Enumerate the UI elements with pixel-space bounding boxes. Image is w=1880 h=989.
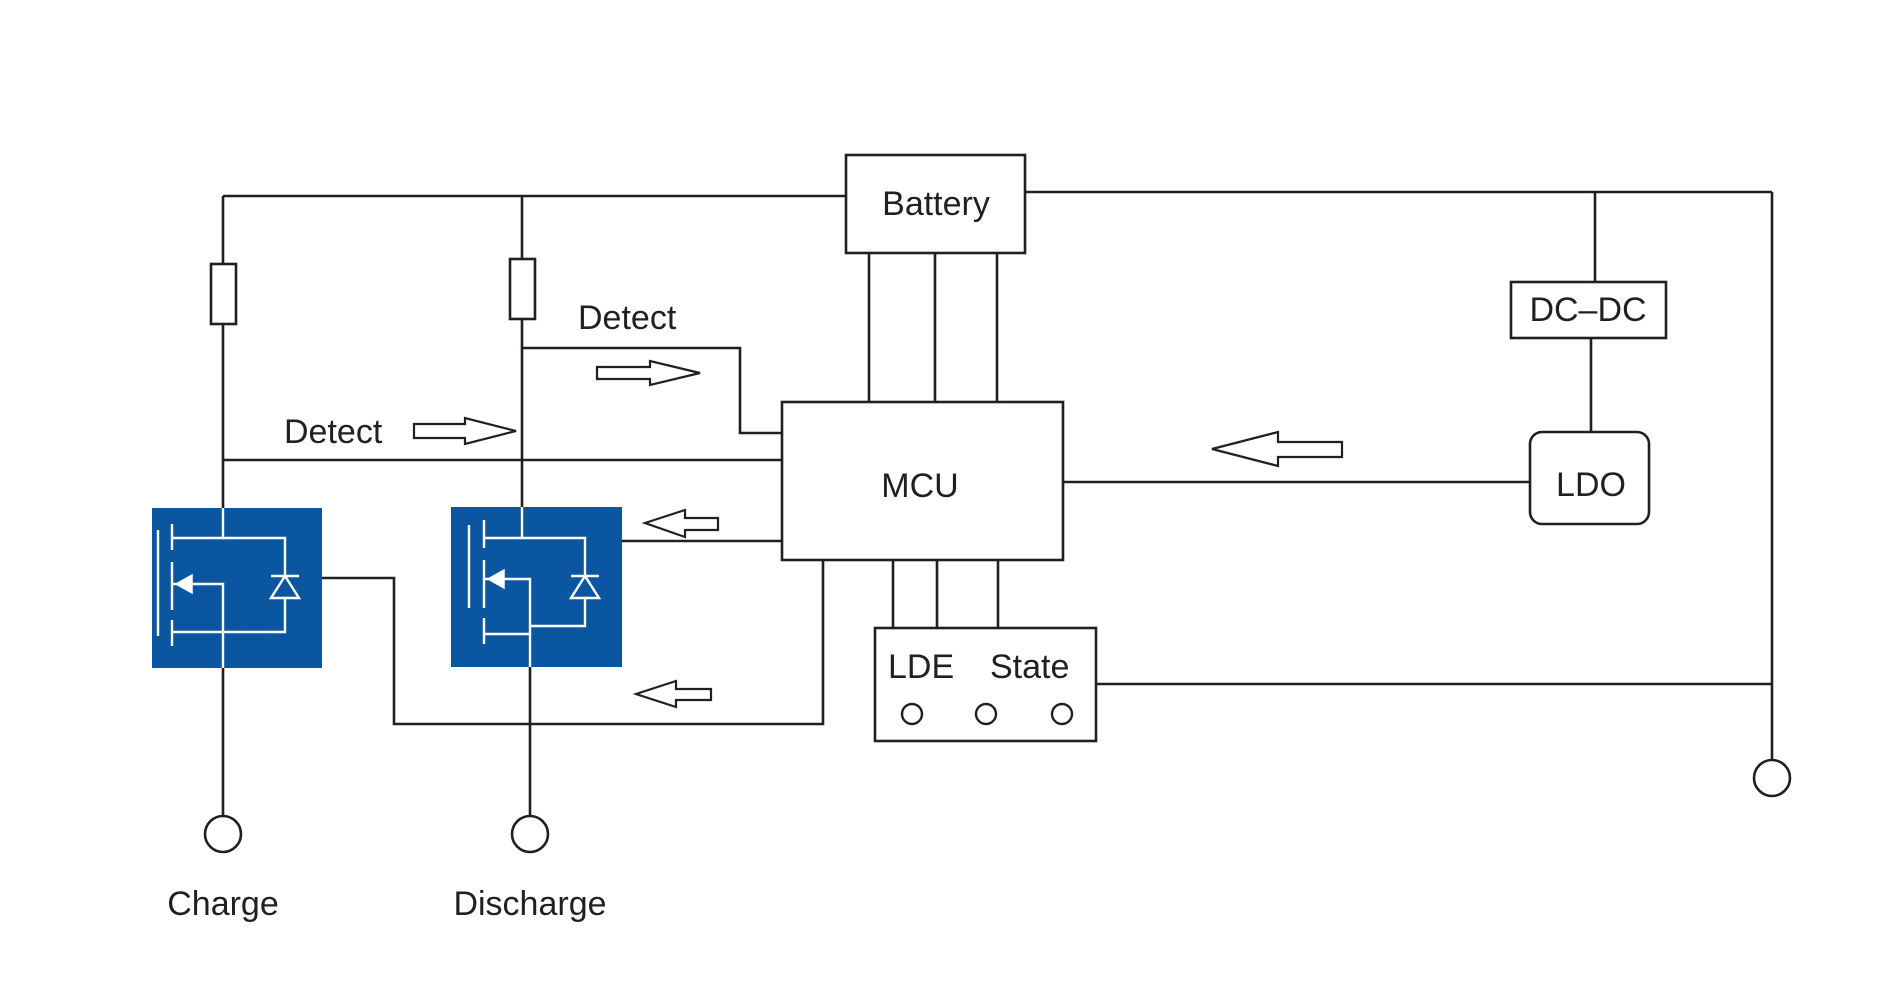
ldo-label: LDO	[1556, 466, 1626, 504]
led-indicator-2	[974, 702, 998, 726]
battery-label: Battery	[882, 185, 990, 223]
detect-lower-label: Detect	[284, 413, 383, 451]
discharge-mosfet	[451, 507, 622, 815]
led-indicator-3	[1050, 702, 1074, 726]
discharge-terminal: Discharge	[453, 814, 607, 923]
resistor-charge	[209, 262, 238, 508]
detect-lower-path: Detect	[223, 413, 782, 462]
arrow-left-gate	[641, 508, 720, 539]
resistor-discharge	[508, 257, 537, 507]
mcu-led-links	[891, 560, 1000, 628]
ground-terminal	[1752, 758, 1792, 798]
discharge-label: Discharge	[453, 885, 606, 923]
charge-mosfet	[152, 508, 322, 815]
mcu-charge-gate-path	[322, 560, 825, 726]
arrow-left-charge-gate	[632, 679, 713, 709]
top-bus-right	[1025, 190, 1774, 760]
state-label: State	[990, 648, 1069, 686]
detect-upper-label: Detect	[578, 299, 677, 337]
led-indicator-1	[900, 702, 924, 726]
dcdc-block: DC–DC	[1509, 280, 1668, 432]
detect-upper-path: Detect	[522, 299, 782, 435]
battery-mcu-links	[867, 253, 999, 402]
mcu-label: MCU	[881, 467, 958, 505]
ldo-block: LDO	[1528, 430, 1651, 526]
top-bus-left	[221, 194, 846, 264]
dcdc-label: DC–DC	[1529, 291, 1646, 329]
arrow-left-ldo	[1211, 430, 1344, 468]
arrow-right-detect-upper	[595, 359, 701, 387]
discharge-mosfet-symbol	[467, 507, 602, 667]
led-label: LDE	[888, 648, 954, 686]
battery-block: Battery	[844, 153, 1027, 255]
mcu-discharge-gate-path	[622, 508, 782, 543]
charge-mosfet-symbol	[156, 508, 302, 668]
charge-label: Charge	[167, 885, 279, 923]
arrow-right-detect-lower	[412, 416, 517, 446]
mcu-ldo-path	[1063, 430, 1530, 484]
mcu-block: MCU	[780, 400, 1065, 562]
led-state-block: LDE State	[873, 626, 1772, 743]
charge-terminal: Charge	[167, 814, 279, 923]
